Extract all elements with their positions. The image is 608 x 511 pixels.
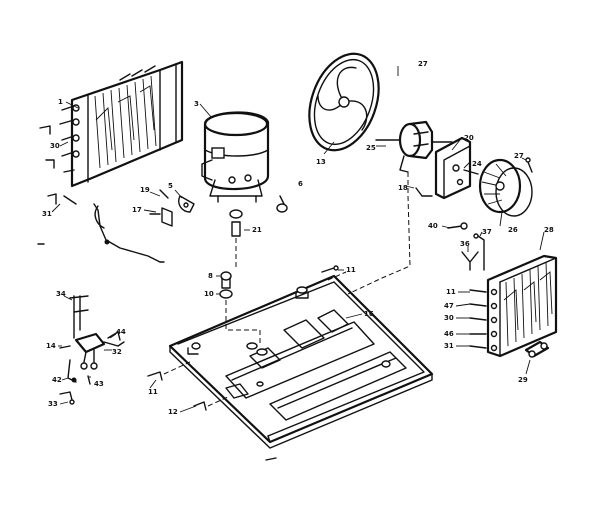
capillary-tube	[93, 203, 165, 263]
callout-1: 1	[58, 98, 63, 106]
callout-20: 20	[464, 134, 474, 142]
callout-42: 42	[52, 376, 62, 384]
callout-3: 3	[194, 100, 199, 108]
callout-11b: 11	[446, 288, 456, 296]
callout-26: 26	[508, 226, 518, 234]
callout-47: 47	[444, 302, 454, 310]
callout-14: 14	[46, 342, 56, 350]
condenser-coil	[39, 60, 184, 205]
mounting-grommets	[219, 195, 288, 299]
callout-10: 10	[204, 290, 214, 298]
callout-8: 8	[208, 272, 213, 280]
callout-33: 33	[48, 400, 58, 408]
callout-11c: 11	[148, 388, 158, 396]
callout-44: 44	[116, 328, 126, 336]
base-pan	[168, 274, 434, 449]
base-screws	[147, 265, 339, 411]
callout-29: 29	[518, 376, 528, 384]
callout-5: 5	[168, 182, 173, 190]
callout-12: 12	[168, 408, 178, 416]
callout-31b: 31	[444, 342, 454, 350]
callout-13: 13	[316, 158, 326, 166]
callout-21: 21	[252, 226, 262, 234]
callout-43: 43	[94, 380, 104, 388]
blower-wheel	[463, 158, 533, 217]
callout-37: 37	[482, 228, 492, 236]
callout-24: 24	[472, 160, 482, 168]
valve-assembly	[59, 295, 125, 405]
callout-labels: 1 3 27 13 25 20 24 27 18 26 30 31 19 17 …	[42, 60, 554, 416]
compressor	[201, 111, 270, 203]
callout-46: 46	[444, 330, 454, 338]
leader-lines	[51, 66, 545, 413]
callout-40: 40	[428, 222, 438, 230]
callout-17: 17	[132, 206, 142, 214]
callout-16: 16	[364, 310, 374, 318]
fan-motor	[375, 120, 453, 173]
callout-27a: 27	[418, 60, 428, 68]
callout-31a: 31	[42, 210, 52, 218]
callout-30a: 30	[50, 142, 60, 150]
blower-screw	[525, 157, 533, 173]
assembly-lines	[163, 172, 411, 407]
evaporator-coil	[469, 254, 558, 358]
callout-28: 28	[544, 226, 554, 234]
callout-36: 36	[460, 240, 470, 248]
callout-30b: 30	[444, 314, 454, 322]
stray-marks	[37, 243, 277, 461]
callout-6: 6	[298, 180, 303, 188]
overload-protector	[149, 189, 195, 227]
callout-32: 32	[112, 348, 122, 356]
callout-25: 25	[366, 144, 376, 152]
callout-19: 19	[140, 186, 150, 194]
callout-27b: 27	[514, 152, 524, 160]
fan-blade	[308, 52, 380, 152]
mounting-hardware	[447, 222, 485, 271]
callout-34: 34	[56, 290, 66, 298]
motor-bracket	[415, 136, 472, 200]
callout-11a: 11	[346, 266, 356, 274]
callout-18a: 18	[398, 184, 408, 192]
